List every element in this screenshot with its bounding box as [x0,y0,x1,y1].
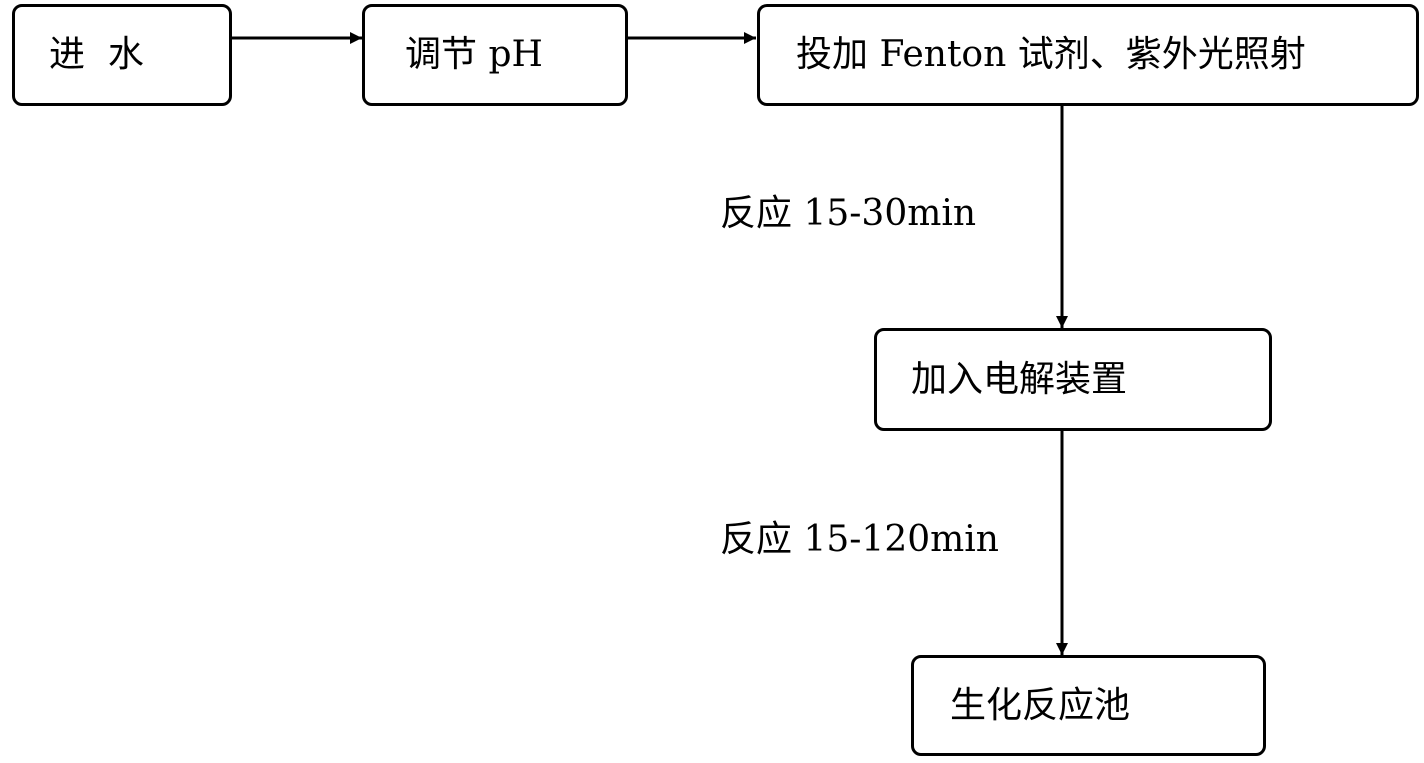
fenton-uv-label: 投加 Fenton 试剂、紫外光照射 [796,34,1306,75]
electrolysis-box: 加入电解装置 [874,328,1272,431]
water-inlet-label: 进 水 [49,34,144,75]
reaction-time-label-1: 反应 15-30min [720,193,977,234]
bio-tank-label: 生化反应池 [950,684,1131,726]
bio-tank-box: 生化反应池 [911,655,1266,756]
adjust-ph-label: 调节 pH [405,34,543,75]
adjust-ph-box: 调节 pH [362,4,628,106]
fenton-uv-box: 投加 Fenton 试剂、紫外光照射 [757,4,1419,106]
electrolysis-label: 加入电解装置 [911,358,1128,400]
water-inlet-box: 进 水 [12,4,232,106]
reaction-time-label-2: 反应 15-120min [720,519,999,560]
